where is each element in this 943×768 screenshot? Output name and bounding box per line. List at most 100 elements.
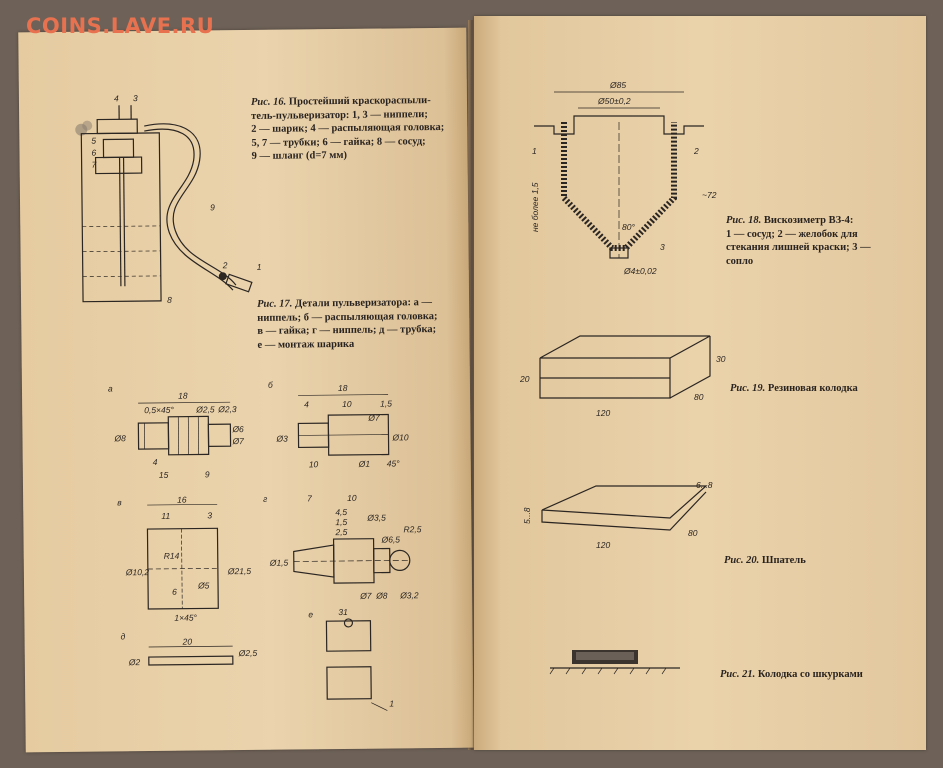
fig16-line-1: тель-пульверизатор: 1, 3 — ниппели; bbox=[251, 108, 428, 122]
fig17g-dim-d7: Ø7 bbox=[359, 591, 372, 601]
fig17a-dim-d7: Ø7 bbox=[231, 436, 244, 446]
fig17g-dim-d35: Ø3,5 bbox=[366, 513, 386, 523]
fig18-line-1: 1 — сосуд; 2 — желобок для bbox=[726, 228, 858, 240]
fig16-label-4: 4 bbox=[114, 93, 119, 103]
fig17v-dim-3: 3 bbox=[207, 510, 212, 520]
fig17-line-2: в — гайка; г — ниппель; д — трубка; bbox=[257, 324, 437, 337]
fig19-rubber-block-drawing: 20 120 30 80 bbox=[519, 335, 726, 418]
fig20-text: Шпатель bbox=[761, 555, 806, 566]
fig17v-dim-11: 11 bbox=[161, 511, 170, 521]
fig16-label-5: 5 bbox=[91, 136, 96, 146]
fig17g-dim-r25: R2,5 bbox=[403, 524, 421, 534]
fig17b-letter: б bbox=[268, 380, 274, 390]
fig20-dim-120: 120 bbox=[596, 540, 610, 550]
fig19-dim-30: 30 bbox=[716, 354, 726, 364]
fig17g-dim-10: 10 bbox=[347, 493, 357, 503]
fig17b-dim-18: 18 bbox=[338, 383, 348, 393]
fig17b-dim-d10: Ø10 bbox=[391, 432, 408, 442]
fig16-label-8: 8 bbox=[167, 295, 172, 305]
fig17b-dim-d7: Ø7 bbox=[367, 413, 380, 423]
fig17a-dim-d23: Ø2,3 bbox=[217, 404, 237, 414]
fig17g-dim-d8: Ø8 bbox=[375, 591, 388, 601]
fig21-prefix: Рис. 21. bbox=[720, 669, 756, 680]
fig17v-dim-d5: Ø5 bbox=[197, 580, 210, 590]
fig17v-dim-r14: R14 bbox=[164, 551, 180, 561]
fig19-dim-80: 80 bbox=[694, 392, 704, 402]
fig16-label-9: 9 bbox=[210, 202, 215, 212]
fig17e-ball-mount-drawing: е 1 bbox=[308, 609, 394, 711]
fig17e-letter: е bbox=[308, 609, 313, 619]
fig17g-letter: г bbox=[263, 494, 267, 504]
fig18-dim-d85: Ø85 bbox=[609, 80, 626, 90]
fig16-label-6: 6 bbox=[91, 148, 96, 158]
fig17b-dim-d3: Ø3 bbox=[275, 434, 288, 444]
fig17b-dim-4: 4 bbox=[304, 399, 309, 409]
fig17a-dim-18: 18 bbox=[178, 391, 188, 401]
fig17b-dim-d1: Ø1 bbox=[358, 459, 371, 469]
fig18-label-2: 2 bbox=[693, 146, 699, 156]
fig17b-dim-10: 10 bbox=[342, 399, 352, 409]
fig17g-dim-45: 4,5 bbox=[335, 507, 347, 517]
fig16-label-2: 2 bbox=[222, 260, 228, 270]
fig17g-nipple-drawing: г 7 10 4,5 1,5 2,5 Ø3,5 R2,5 Ø1,5 Ø6,5 Ø… bbox=[263, 493, 422, 617]
fig17d-dim-d2: Ø2 bbox=[128, 657, 141, 667]
fig18-line-2: стекания лишней краски; 3 — bbox=[726, 242, 871, 253]
site-watermark: COINS.LAVE.RU bbox=[26, 14, 215, 38]
fig17g-dim-d15: Ø1,5 bbox=[269, 558, 289, 568]
fig17-line-1: ниппель; б — распыляющая головка; bbox=[257, 310, 438, 324]
fig17v-nut-drawing: в 16 11 3 R14 Ø10,2 Ø21,5 Ø5 6 1×45° bbox=[117, 495, 251, 623]
fig16-line-2: 2 — шарик; 4 — распыляющая головка; bbox=[251, 121, 445, 135]
fig17a-nipple-drawing: а 18 0,5×45° Ø2,5 Ø2,3 Ø8 Ø6 Ø7 4 15 9 bbox=[108, 383, 244, 480]
fig18-prefix: Рис. 18. bbox=[726, 215, 762, 226]
fig19-dim-20: 20 bbox=[519, 374, 530, 384]
fig17b-dim-10b: 10 bbox=[309, 459, 319, 469]
fig20-prefix: Рис. 20. bbox=[724, 555, 760, 566]
fig19-prefix: Рис. 19. bbox=[730, 383, 766, 394]
fig17v-dim-6: 6 bbox=[172, 587, 177, 597]
right-page: Ø85 Ø50±0,2 1 2 ~72 не более 1,5 80° 3 Ø… bbox=[474, 16, 926, 750]
fig17-line-3: е — монтаж шарика bbox=[257, 338, 355, 351]
fig18-dim-80deg: 80° bbox=[622, 222, 635, 232]
fig18-label-1: 1 bbox=[532, 146, 537, 156]
fig17v-dim-16: 16 bbox=[177, 495, 187, 505]
fig17d-tube-drawing: д 20 Ø2 Ø2,5 bbox=[121, 631, 258, 667]
fig17a-dim-d6: Ø6 bbox=[231, 424, 244, 434]
fig17a-letter: а bbox=[108, 383, 113, 393]
fig16-label-7: 7 bbox=[92, 160, 97, 170]
fig17d-letter: д bbox=[121, 631, 126, 641]
fig17g-dim-7: 7 bbox=[307, 493, 312, 503]
fig16-caption: Рис. 16. Простейший краскораспыли- тель-… bbox=[251, 94, 462, 164]
fig17-caption: Рис. 17. Детали пульверизатора: а — нипп… bbox=[257, 296, 468, 352]
fig20-caption: Рис. 20. Шпатель bbox=[724, 554, 914, 568]
fig16-sprayer-drawing: 4 3 5 6 7 9 8 2 1 bbox=[75, 93, 262, 305]
fig18-dim-72: ~72 bbox=[702, 190, 717, 200]
fig17g-dim-31: 31 bbox=[338, 607, 348, 617]
fig17g-dim-15: 1,5 bbox=[335, 517, 347, 527]
fig16-prefix: Рис. 16. bbox=[250, 96, 287, 108]
fig21-text: Колодка со шкурками bbox=[757, 669, 863, 680]
fig17v-letter: в bbox=[117, 497, 122, 507]
fig17b-dim-45: 45° bbox=[387, 458, 401, 468]
fig16-label-1: 1 bbox=[257, 262, 262, 272]
fig17b-head-drawing: б 18 4 10 1,5 Ø7 Ø3 Ø10 Ø1 10 45° bbox=[268, 380, 409, 470]
fig17v-dim-chamfer: 1×45° bbox=[174, 613, 197, 623]
fig21-sanding-block-drawing bbox=[549, 650, 680, 675]
fig16-label-3: 3 bbox=[133, 93, 138, 103]
fig17e-dim-1: 1 bbox=[389, 698, 394, 708]
fig18-viscometer-drawing: Ø85 Ø50±0,2 1 2 ~72 не более 1,5 80° 3 Ø… bbox=[530, 80, 717, 276]
fig17b-dim-15: 1,5 bbox=[380, 398, 392, 408]
fig19-dim-120: 120 bbox=[596, 408, 610, 418]
fig19-caption: Рис. 19. Резиновая колодка bbox=[730, 382, 920, 396]
fig20-dim-80: 80 bbox=[688, 528, 698, 538]
fig17a-dim-15: 15 bbox=[159, 470, 169, 480]
fig20-dim-68: 6...8 bbox=[696, 480, 713, 490]
fig17a-dim-d25: Ø2,5 bbox=[195, 404, 215, 414]
left-page: 4 3 5 6 7 9 8 2 1 Рис. 16. Простейший кр… bbox=[18, 27, 474, 753]
fig20-spatula-drawing: 5...8 120 80 6...8 bbox=[522, 480, 713, 550]
fig17-line-0: Детали пульверизатора: а — bbox=[294, 297, 433, 310]
fig16-line-4: 9 — шланг (d=7 мм) bbox=[251, 149, 348, 162]
fig19-text: Резиновая колодка bbox=[767, 383, 858, 394]
fig17a-dim-4: 4 bbox=[153, 457, 158, 467]
fig17d-dim-20: 20 bbox=[182, 637, 193, 647]
fig18-label-3: 3 bbox=[660, 242, 665, 252]
